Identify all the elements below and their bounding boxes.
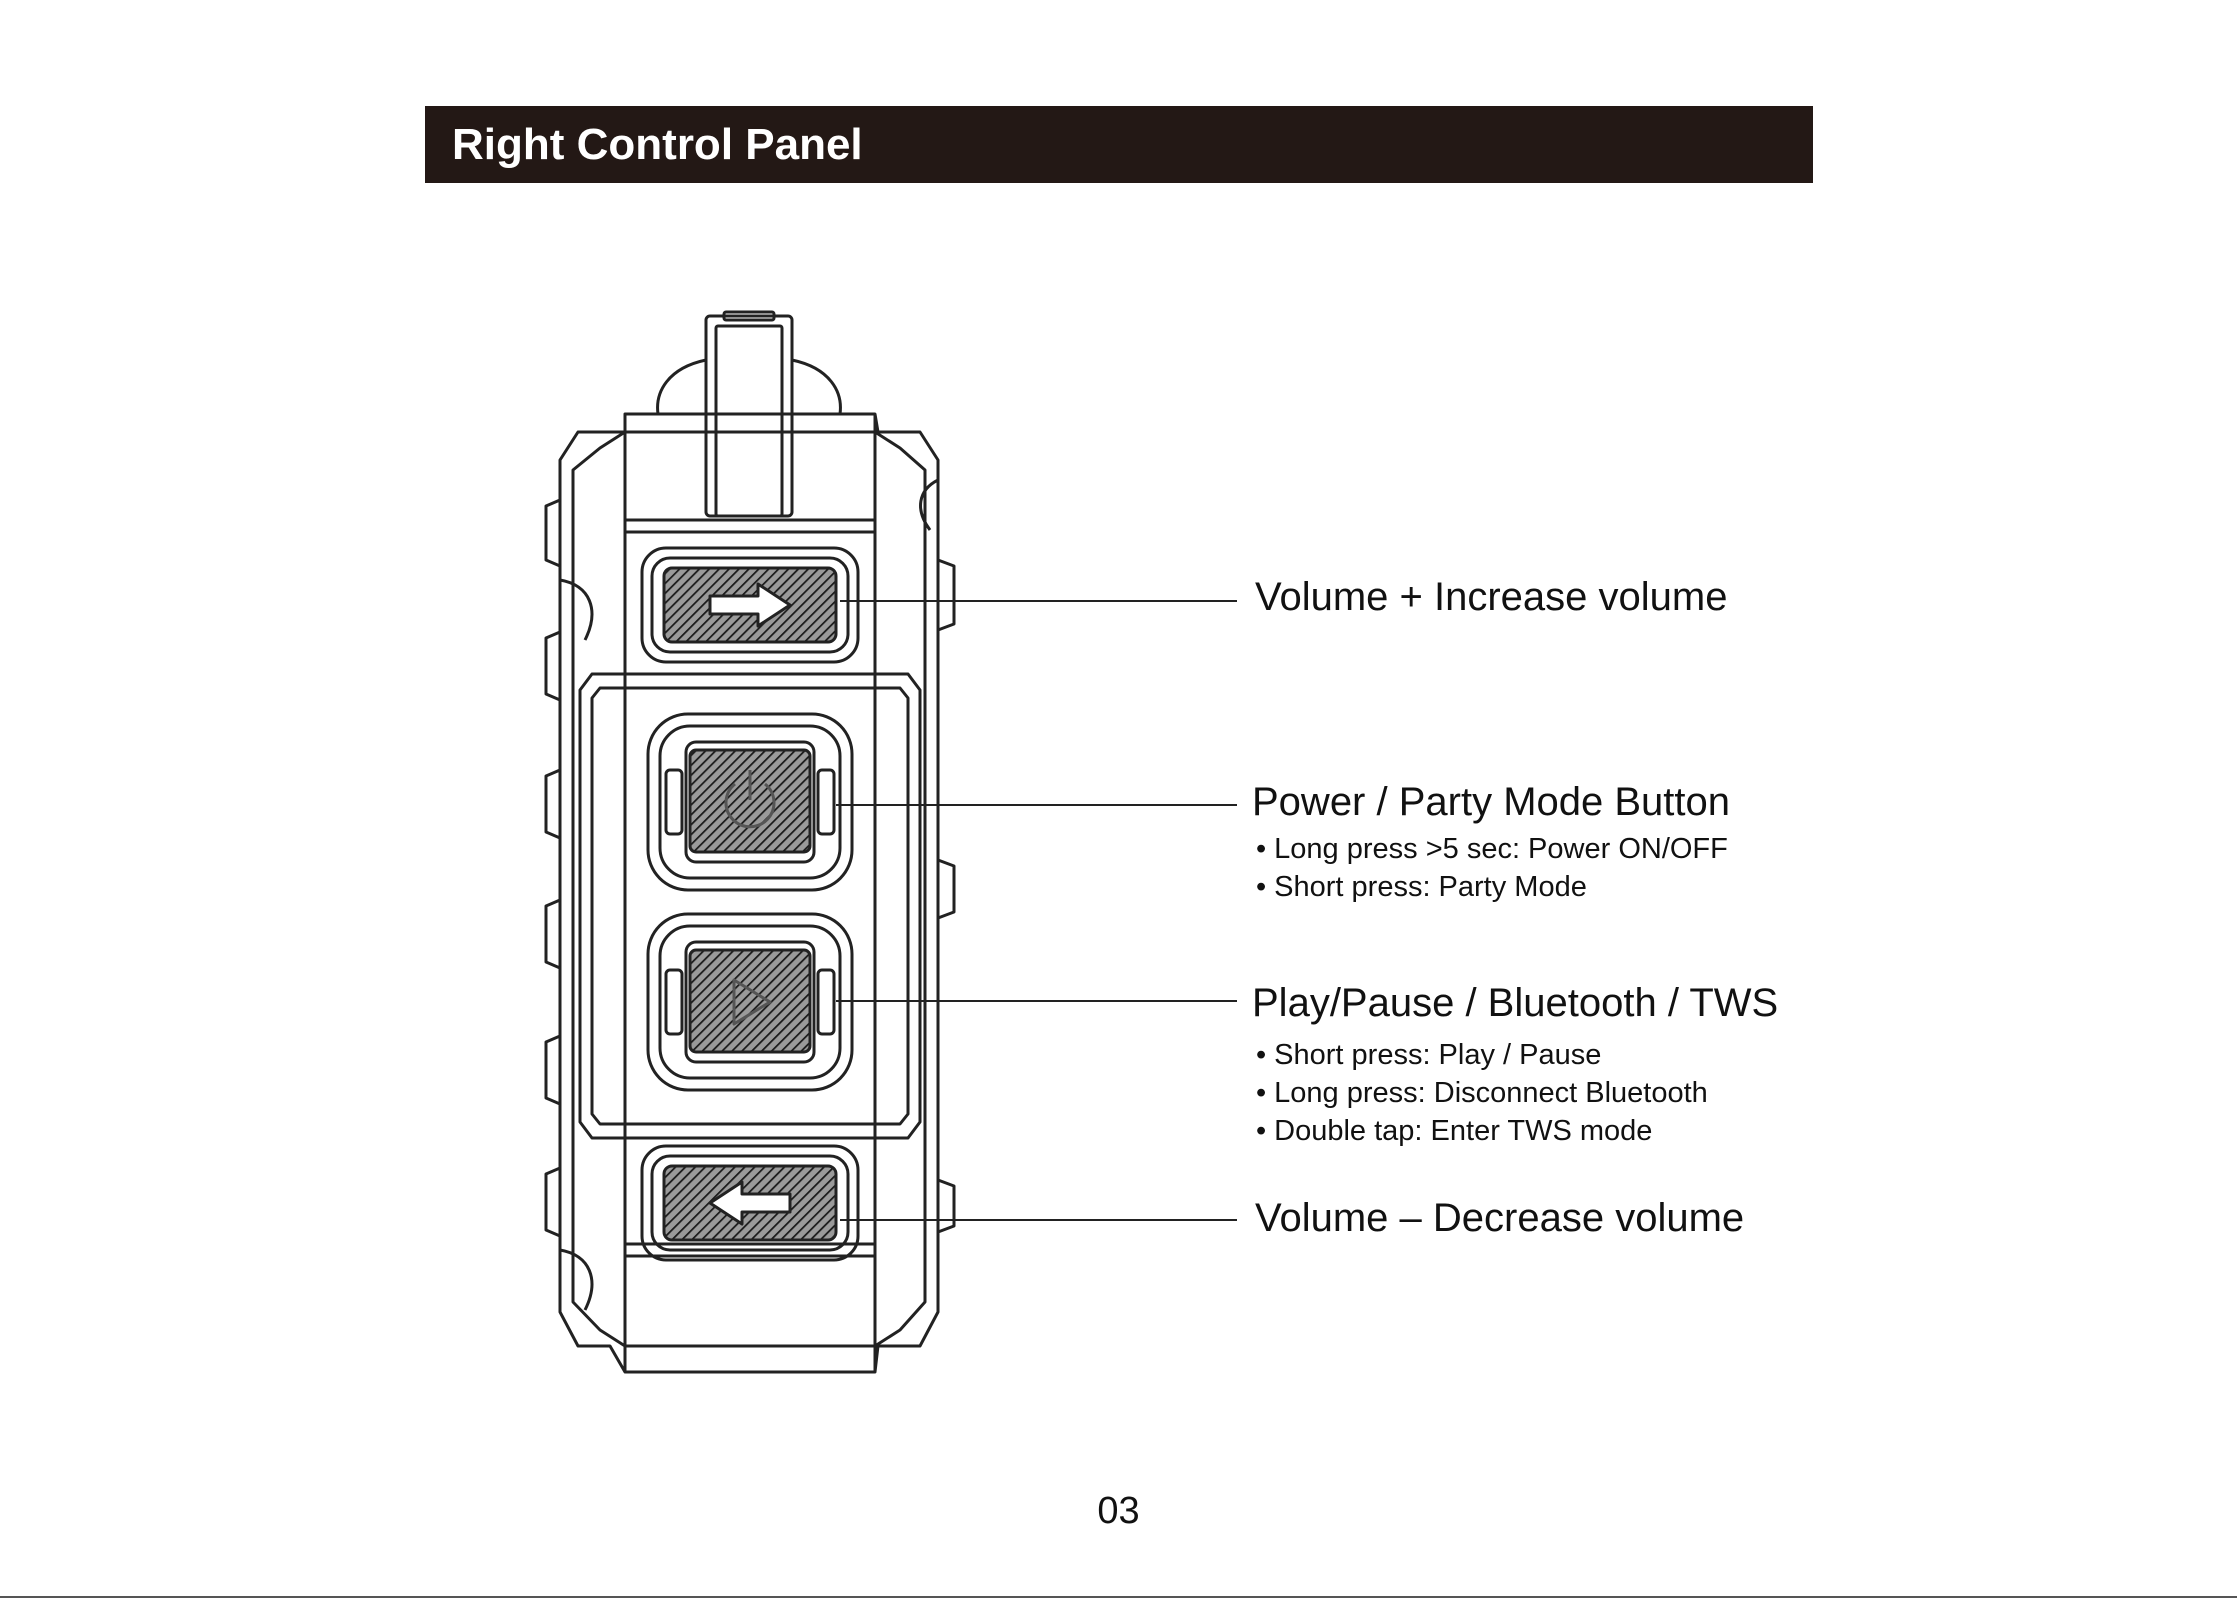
list-item: Long press >5 sec: Power ON/OFF bbox=[1256, 830, 1728, 868]
play-button bbox=[648, 914, 852, 1090]
bottom-divider bbox=[0, 1596, 2237, 1598]
callout-bullets-power: Long press >5 sec: Power ON/OFF Short pr… bbox=[1256, 830, 1728, 906]
power-button bbox=[648, 714, 852, 890]
page-number: 03 bbox=[0, 1490, 2237, 1533]
list-item: Double tap: Enter TWS mode bbox=[1256, 1112, 1708, 1150]
callout-title-power: Power / Party Mode Button bbox=[1252, 780, 1730, 825]
callout-title-play: Play/Pause / Bluetooth / TWS bbox=[1252, 981, 1778, 1026]
list-item: Long press: Disconnect Bluetooth bbox=[1256, 1074, 1708, 1112]
callout-title-volume-down: Volume – Decrease volume bbox=[1255, 1196, 1744, 1241]
list-item: Short press: Play / Pause bbox=[1256, 1036, 1708, 1074]
callout-bullets-play: Short press: Play / Pause Long press: Di… bbox=[1256, 1036, 1708, 1150]
callout-title-volume-up: Volume + Increase volume bbox=[1255, 575, 1727, 620]
list-item: Short press: Party Mode bbox=[1256, 868, 1728, 906]
